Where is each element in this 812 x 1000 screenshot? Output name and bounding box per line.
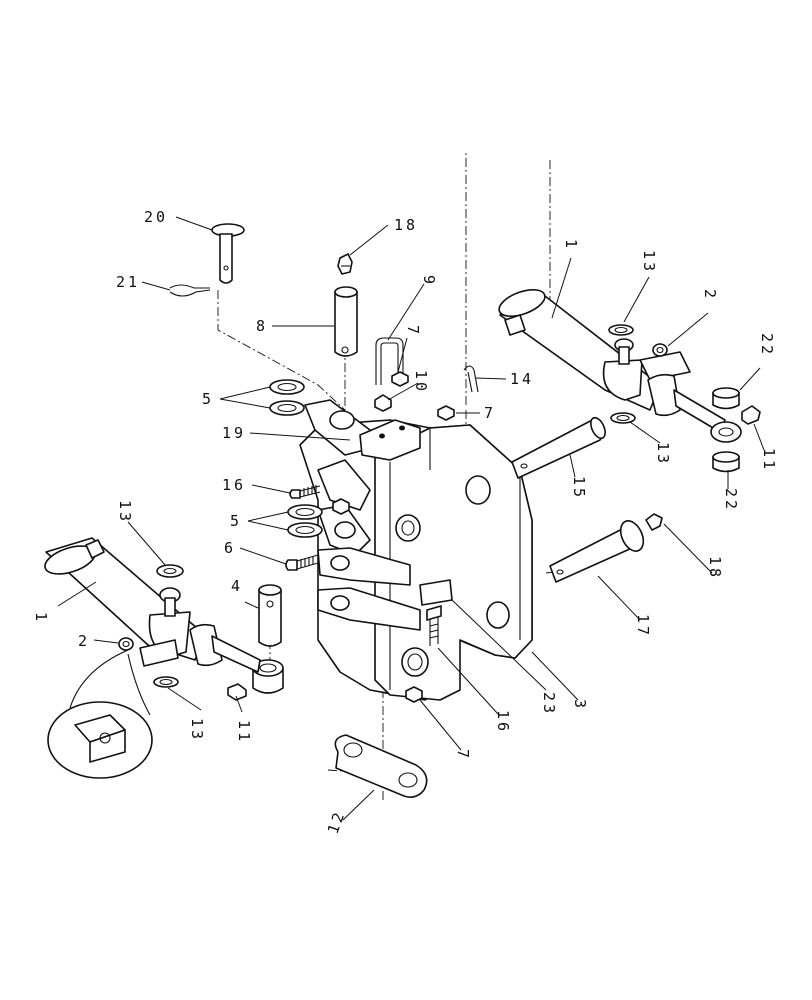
callout-1-left: 1 bbox=[32, 612, 50, 624]
washer-13-left-bottom bbox=[153, 676, 179, 688]
washers-5-mid bbox=[287, 504, 323, 538]
grease-fitting-18-right bbox=[645, 513, 663, 531]
callout-7-ubolt: 7 bbox=[404, 325, 422, 337]
detail-view-bubble bbox=[47, 649, 153, 779]
callout-12: 12 bbox=[324, 807, 349, 836]
washer-13-right-bottom bbox=[610, 412, 636, 424]
washer-13-left-top bbox=[156, 564, 184, 578]
callout-19: 19 bbox=[222, 424, 246, 442]
cylinder-1-right bbox=[498, 289, 742, 443]
washers-5-top bbox=[269, 379, 305, 416]
u-bolt-9 bbox=[375, 337, 404, 385]
nut-10 bbox=[374, 394, 392, 412]
callout-3: 3 bbox=[571, 699, 589, 711]
bolt-6 bbox=[285, 554, 319, 571]
washer-13-right-top bbox=[608, 324, 634, 336]
callout-18-right: 18 bbox=[706, 556, 724, 580]
callout-1-right: 1 bbox=[562, 239, 580, 251]
callout-labels: 20 21 18 8 9 7 10 14 7 5 19 16 5 6 4 13 … bbox=[32, 208, 778, 836]
leader-lines bbox=[57, 216, 765, 821]
callout-2-left: 2 bbox=[78, 632, 90, 650]
callout-11-left: 11 bbox=[235, 720, 253, 744]
callout-8: 8 bbox=[256, 317, 268, 335]
link-plate-12 bbox=[334, 734, 428, 798]
callout-22-bottom: 22 bbox=[722, 488, 740, 512]
callout-2-right: 2 bbox=[701, 289, 719, 301]
cylinder-1-left bbox=[44, 537, 261, 673]
callout-18-top: 18 bbox=[394, 216, 418, 234]
callout-15: 15 bbox=[570, 476, 588, 500]
callout-6: 6 bbox=[224, 539, 236, 557]
main-bracket bbox=[299, 399, 533, 701]
nut-7-ubolt bbox=[391, 371, 409, 387]
callout-16-left: 16 bbox=[222, 476, 246, 494]
nut-mid bbox=[332, 498, 350, 515]
callout-13-right-top: 13 bbox=[640, 250, 658, 274]
pin-15 bbox=[511, 416, 606, 479]
callout-13-left-top: 13 bbox=[116, 500, 134, 524]
nut-7-lower bbox=[405, 686, 423, 703]
callout-5-mid: 5 bbox=[230, 512, 242, 530]
bushing-2-left bbox=[118, 637, 134, 651]
nut-7-right bbox=[437, 405, 455, 421]
callout-22-top: 22 bbox=[758, 333, 776, 357]
callout-13-right-bottom: 13 bbox=[654, 442, 672, 466]
callout-20: 20 bbox=[144, 208, 168, 226]
callout-9: 9 bbox=[420, 275, 438, 287]
clevis-pin-20 bbox=[211, 223, 245, 284]
callout-7-lower: 7 bbox=[454, 749, 472, 761]
grease-fitting-11-left bbox=[227, 683, 247, 701]
bushing-2-right bbox=[652, 343, 668, 357]
pin-8 bbox=[334, 286, 358, 357]
callout-7-right: 7 bbox=[484, 404, 496, 422]
bolt-16-lower bbox=[426, 605, 442, 646]
callout-21: 21 bbox=[116, 273, 140, 291]
callout-16-lower: 16 bbox=[494, 710, 512, 734]
bolt-16-left bbox=[289, 485, 321, 499]
callout-13-left-bottom: 13 bbox=[188, 718, 206, 742]
hair-pin-clip-21 bbox=[169, 284, 211, 297]
callout-5-top: 5 bbox=[202, 390, 214, 408]
callout-4: 4 bbox=[231, 577, 243, 595]
callout-17: 17 bbox=[634, 614, 652, 638]
callout-10: 10 bbox=[412, 370, 430, 394]
bushings-22 bbox=[712, 387, 740, 473]
cotter-pin-14 bbox=[463, 365, 479, 393]
pin-4 bbox=[258, 584, 282, 647]
grease-fitting-11-right bbox=[741, 405, 761, 425]
callout-11-right: 11 bbox=[760, 448, 778, 472]
callout-23: 23 bbox=[540, 692, 558, 716]
pin-17 bbox=[549, 520, 645, 583]
grease-fitting-18-top bbox=[337, 253, 353, 275]
callout-14: 14 bbox=[510, 370, 534, 388]
collar-left bbox=[252, 659, 284, 694]
